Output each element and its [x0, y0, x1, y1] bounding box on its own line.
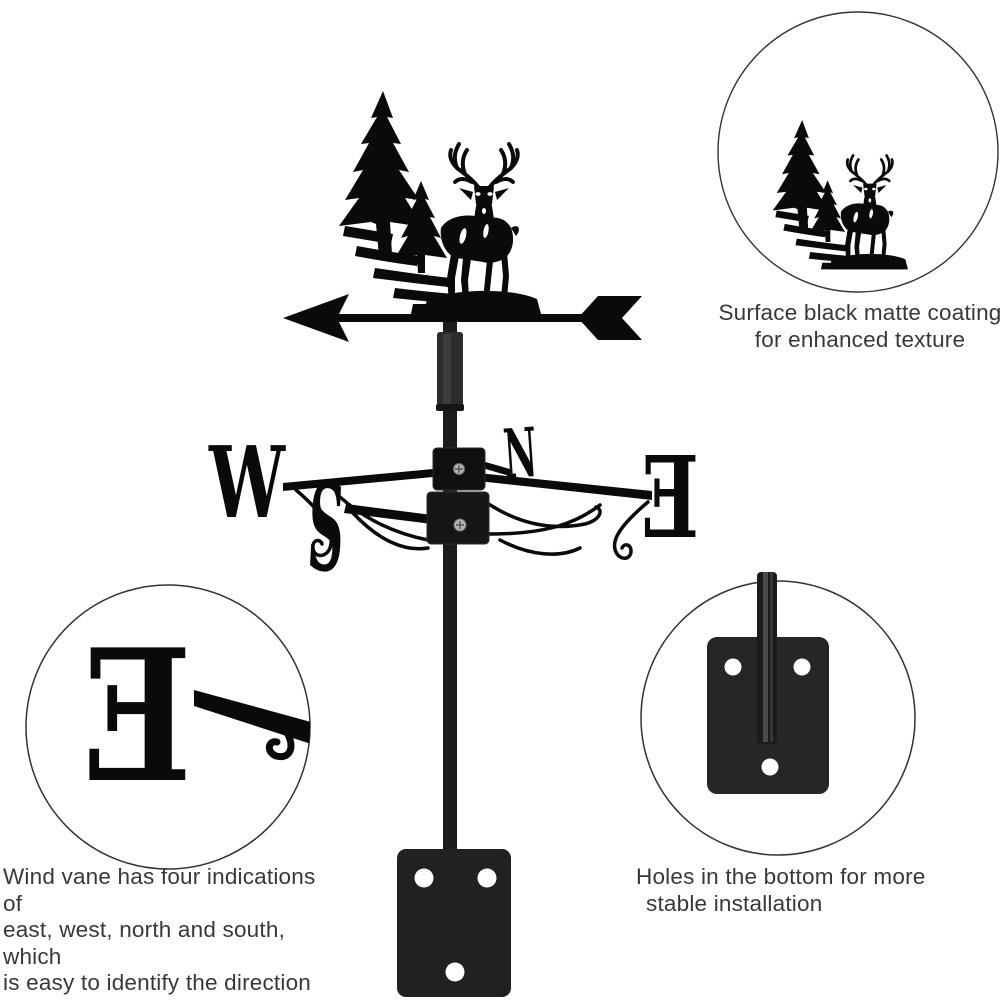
compass-letter-north: N [501, 413, 540, 495]
deer-pines-silhouette [337, 89, 543, 316]
compass-rose: W N E S [208, 413, 699, 600]
caption-directions: Wind vane has four indications of east, … [3, 864, 333, 997]
north-rod [482, 461, 510, 476]
plate-hole [414, 868, 434, 888]
plate-hole-zoom [761, 758, 779, 776]
compass-hub [426, 447, 490, 545]
scroll-curl-zoom [265, 724, 295, 761]
caption-holes: Holes in the bottom for more stable inst… [636, 864, 946, 917]
caption-coating-line2: for enhanced texture [754, 326, 966, 352]
caption-coating: Surface black matte coating for enhanced… [712, 300, 1000, 353]
caption-directions-line2: east, west, north and south, which [3, 917, 286, 969]
direction-letter-detail-circle: E [25, 584, 311, 870]
south-rod [344, 504, 432, 524]
mounting-plate-detail-circle [640, 572, 916, 856]
pole-zoom [757, 572, 777, 744]
caption-holes-line1: Holes in the bottom for more [636, 864, 926, 889]
plate-hole-zoom [793, 658, 811, 676]
plate-hole [445, 962, 465, 982]
compass-letter-east-zoom: E [82, 609, 192, 823]
caption-directions-line3: is easy to identify the direction [3, 970, 312, 995]
coating-detail-circle [717, 11, 999, 293]
caption-directions-line1: Wind vane has four indications of [3, 864, 316, 916]
vane-pole [436, 318, 464, 852]
west-rod [283, 469, 433, 491]
compass-letter-south: S [305, 457, 348, 600]
east-rod [478, 473, 652, 500]
compass-letter-east: E [641, 433, 699, 564]
caption-holes-line2: stable installation [646, 890, 823, 916]
arrow-head [283, 294, 349, 342]
compass-letter-west: W [208, 426, 286, 541]
scrollwork [294, 488, 650, 560]
arrow-fletching [578, 296, 642, 340]
mounting-plate [397, 849, 511, 997]
plate-hole-zoom [724, 658, 742, 676]
wind-arrow [283, 294, 642, 342]
caption-coating-line1: Surface black matte coating [718, 300, 1000, 325]
plate-hole [477, 868, 497, 888]
